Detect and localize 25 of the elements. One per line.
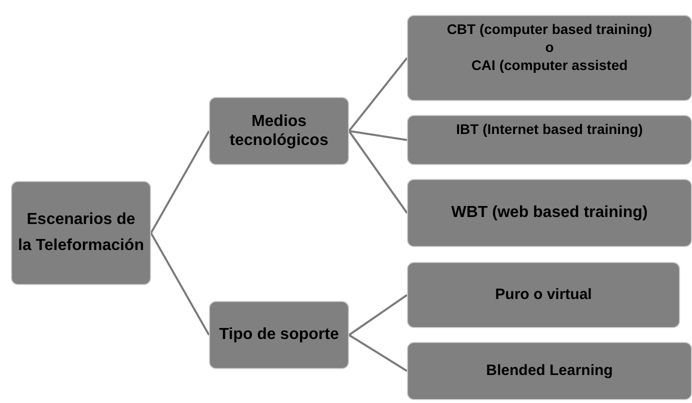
box-label: Blended Learning: [486, 361, 613, 381]
box-label: CBT (computer based training): [446, 20, 652, 38]
category-box: [11, 181, 151, 285]
connector-line: [150, 232, 210, 336]
category-box: [209, 97, 349, 165]
box-label: CAI (computer assisted: [471, 56, 628, 75]
box-label: Puro o virtual: [495, 285, 592, 305]
connector-line: [150, 130, 210, 234]
connector-line: [348, 334, 408, 372]
category-box: [407, 342, 692, 400]
connector-line: [348, 130, 408, 141]
box-label: o: [545, 38, 554, 56]
category-box: [407, 262, 680, 328]
connector-line: [348, 294, 408, 336]
box-label: IBT (Internet based training): [456, 120, 643, 138]
connector-line: [348, 57, 408, 132]
category-box: [209, 301, 349, 369]
box-label: WBT (web based training): [451, 202, 648, 223]
category-box: [407, 179, 692, 247]
box-label: Tipo de soporte: [219, 325, 339, 345]
connector-line: [348, 130, 408, 214]
category-box: [407, 115, 692, 165]
box-label: Escenarios de la Teleformación: [18, 210, 144, 256]
box-label: Medios tecnológicos: [228, 112, 330, 150]
category-box: [407, 15, 692, 101]
